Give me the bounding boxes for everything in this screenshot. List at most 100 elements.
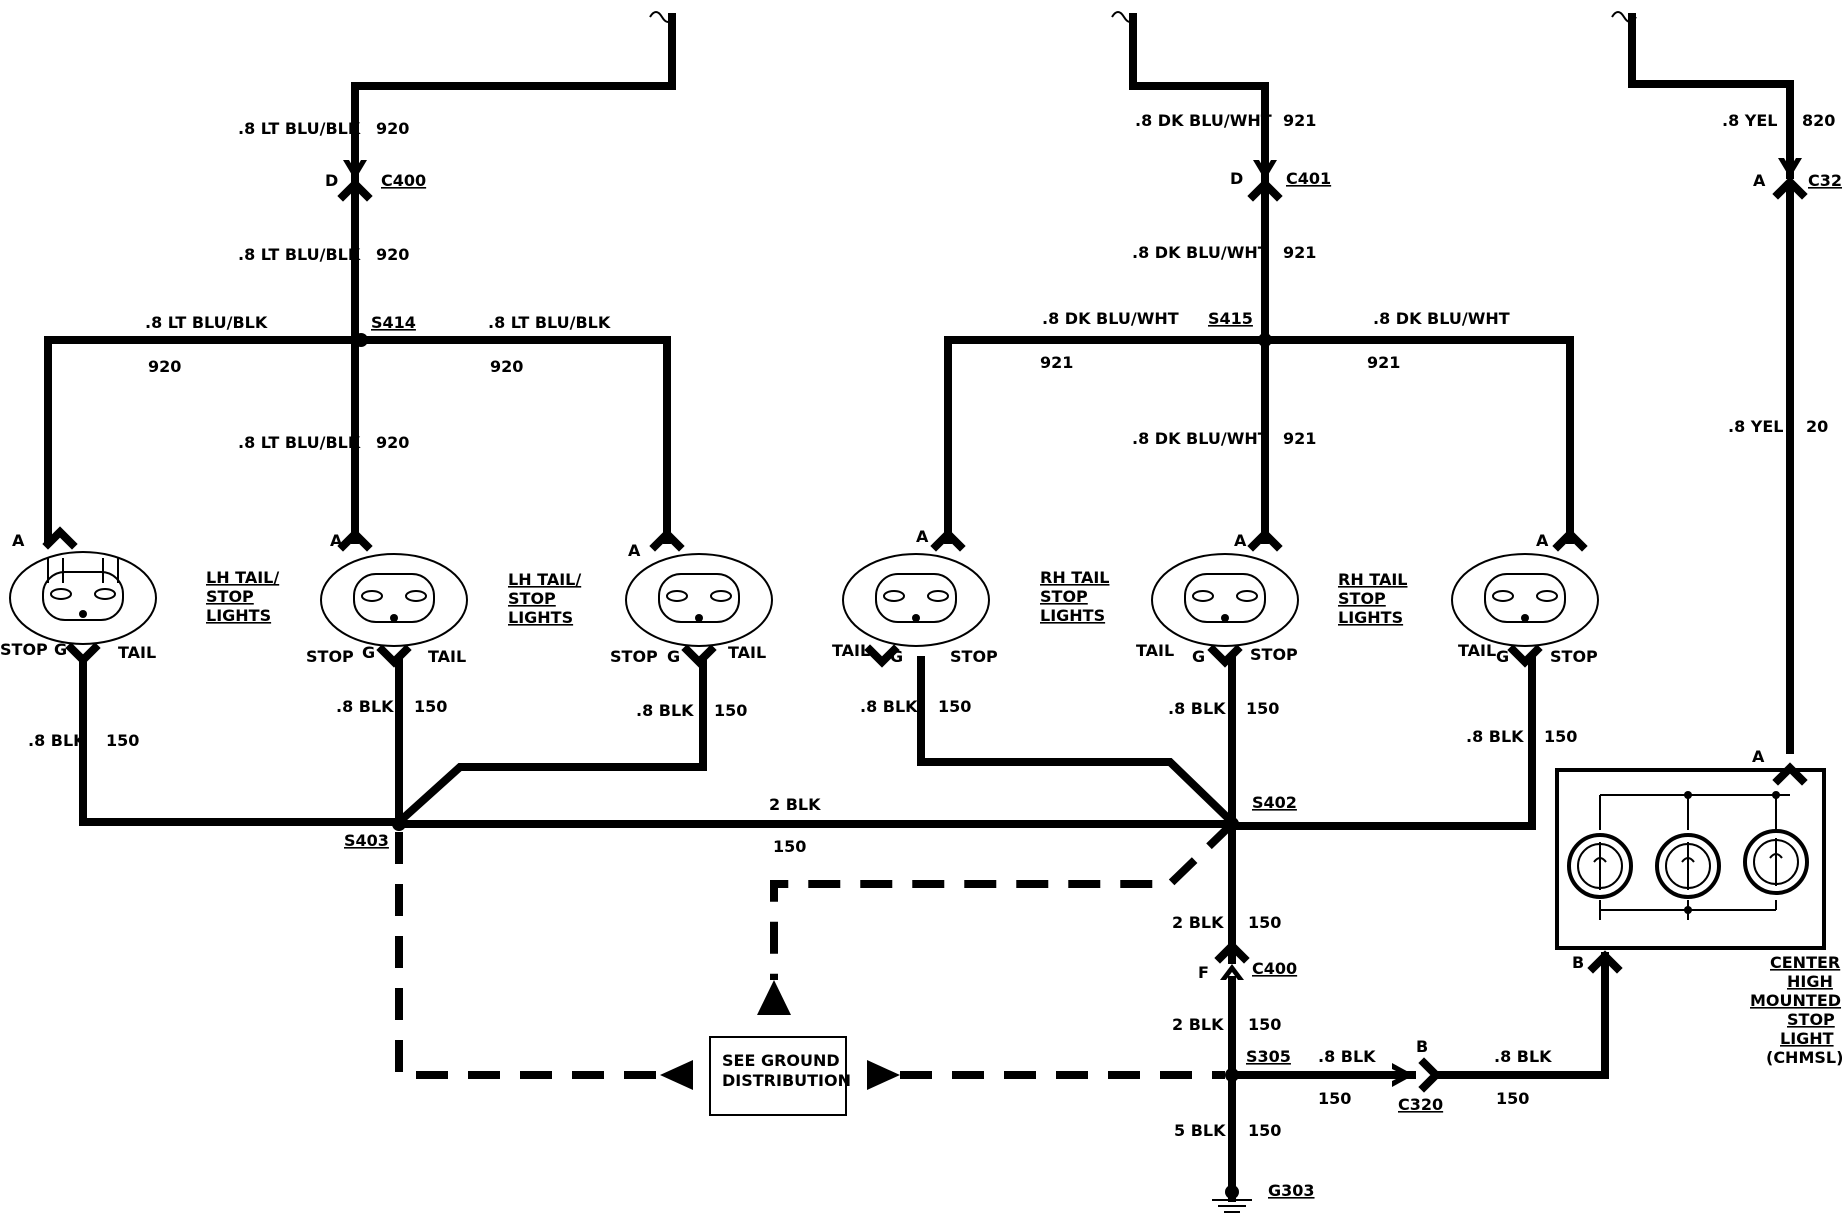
chmsl-feed-circuit: .8 YEL 820 A C320 .8 YEL 20 [1611,11,1842,754]
rh-wire-label-3: .8 DK BLU/WHT [1132,429,1269,448]
rh-circuit-right: 921 [1367,353,1400,372]
ground-labels: .8 BLK 150 .8 BLK 150 .8 BLK 150 .8 BLK … [28,697,1577,1200]
c320-circuit-right: 150 [1496,1089,1529,1108]
c320-pin-b: B [1416,1037,1428,1056]
lower-wire-label-1: 2 BLK [1172,913,1224,932]
lh-title-1-line-3: LIGHTS [206,606,271,625]
lh-circuit-3: 920 [376,433,409,452]
gnd-wire-rh-center: .8 BLK [1168,699,1226,718]
chmsl-circuit-1: 820 [1802,111,1835,130]
lh-wire-label-1: .8 LT BLU/BLK [238,119,361,138]
lh-wire-label-3: .8 LT BLU/BLK [238,433,361,452]
lh-wire-label-2: .8 LT BLU/BLK [238,245,361,264]
gnd-circuit-lh-inner: 150 [714,701,747,720]
lower-wire-label-2: 2 BLK [1172,1015,1224,1034]
rh-circuit-left: 921 [1040,353,1073,372]
rh-title-1-line-1: RH TAIL [1040,568,1109,587]
see-ground-distribution-box: SEE GROUND DISTRIBUTION [709,1036,851,1116]
chmsl-connector-c320: C320 [1808,171,1842,190]
pin-a-rh-center: A [1234,531,1247,550]
splice-s402: S402 [1252,793,1297,812]
gnd-circuit-rh-inner: 150 [938,697,971,716]
rh-wire-label-left: .8 DK BLU/WHT [1042,309,1179,328]
rh-circuit-3: 921 [1283,429,1316,448]
ground-point-g303: G303 [1268,1181,1315,1200]
pin-tail-lh-inner: TAIL [728,643,766,662]
lamp-rh-inner [842,528,990,668]
lower-circuit-1: 150 [1248,913,1281,932]
lower-circuit-2: 150 [1248,1015,1281,1034]
lh-title-2-line-2: STOP [508,589,556,608]
rh-title-2-line-2: STOP [1338,589,1386,608]
chmsl-title-line-3: MOUNTED [1750,991,1841,1010]
lh-circuit-right: 920 [490,357,523,376]
see-ground-line-2: DISTRIBUTION [722,1071,851,1090]
rh-circuit-1: 921 [1283,111,1316,130]
pin-a-rh-inner: A [916,527,929,546]
pin-tail-lh-outer: TAIL [118,643,156,662]
lower-connector-c400: C400 [1252,959,1297,978]
chmsl-wire-label-2: .8 YEL [1728,417,1784,436]
gnd-circuit-rh-outer: 150 [1544,727,1577,746]
rh-splice-s415: S415 [1208,309,1253,328]
rh-circuit-2: 921 [1283,243,1316,262]
c320-wire-label-right: .8 BLK [1494,1047,1552,1066]
rh-wire-label-2: .8 DK BLU/WHT [1132,243,1269,262]
lh-circuit-left: 920 [148,357,181,376]
gnd-wire-lh-outer: .8 BLK [28,731,86,750]
rh-title-2-line-3: LIGHTS [1338,608,1403,627]
lh-wire-label-left: .8 LT BLU/BLK [145,313,268,332]
pin-a-rh-outer: A [1536,531,1549,550]
gnd-wire-lh-center: .8 BLK [336,697,394,716]
chmsl-pin-a-label: A [1752,747,1765,766]
rh-title-2-line-1: RH TAIL [1338,570,1407,589]
lh-title-2-line-3: LIGHTS [508,608,573,627]
chmsl-title-line-4: STOP [1787,1010,1835,1029]
ground-strap-circuit: 150 [1248,1121,1281,1140]
pin-stop-rh-center: STOP [1250,645,1298,664]
pin-tail-rh-outer: TAIL [1458,641,1496,660]
c320-wire-label-left: .8 BLK [1318,1047,1376,1066]
splice-s305: S305 [1246,1047,1291,1066]
lh-title-1-line-1: LH TAIL/ [206,568,279,587]
chmsl-title-line-6: (CHMSL) [1766,1048,1842,1067]
pin-stop-lh-outer: STOP [0,640,48,659]
pin-a-lh-outer: A [12,531,25,550]
pin-f: F [1198,963,1209,982]
pin-tail-rh-center: TAIL [1136,641,1174,660]
pin-g-lh-inner: G [667,647,680,666]
lh-feed-circuit: .8 LT BLU/BLK 920 D C400 .8 LT BLU/BLK 9… [44,11,676,544]
main-ground-circuit: 150 [773,837,806,856]
lh-circuit-2: 920 [376,245,409,264]
gnd-wire-lh-inner: .8 BLK [636,701,694,720]
main-ground-wire-label: 2 BLK [769,795,821,814]
lamp-titles: LH TAIL/ STOP LIGHTS LH TAIL/ STOP LIGHT… [206,568,1407,627]
chmsl-bulb-2 [1655,833,1721,899]
pin-g-rh-center: G [1192,647,1205,666]
pin-a-lh-inner: A [628,541,641,560]
rh-connector-c401: C401 [1286,169,1331,188]
lamp-pin-labels: A STOP G TAIL A STOP G TAIL A STOP G TAI… [0,527,1598,666]
splice-s403: S403 [344,831,389,850]
lh-title-2-line-1: LH TAIL/ [508,570,581,589]
gnd-circuit-lh-outer: 150 [106,731,139,750]
lh-wire-label-right: .8 LT BLU/BLK [488,313,611,332]
pin-tail-lh-center: TAIL [428,647,466,666]
see-ground-line-1: SEE GROUND [722,1051,840,1070]
c320-circuit-left: 150 [1318,1089,1351,1108]
rh-wire-label-right: .8 DK BLU/WHT [1373,309,1510,328]
lamp-rh-outer [1451,528,1599,668]
chmsl-pin-b-label: B [1572,953,1584,972]
chmsl-pin-a: A [1753,171,1766,190]
pin-g-rh-outer: G [1496,647,1509,666]
gnd-wire-rh-inner: .8 BLK [860,697,918,716]
chmsl-title-line-1: CENTER [1770,953,1840,972]
lh-splice-s414: S414 [371,313,416,332]
lh-pin-d: D [325,171,338,190]
lamp-lh-center [320,528,468,668]
chmsl-wire-label-1: .8 YEL [1722,111,1778,130]
ground-strap-label: 5 BLK [1174,1121,1226,1140]
pin-stop-rh-outer: STOP [1550,647,1598,666]
pin-tail-rh-inner: TAIL [832,641,870,660]
